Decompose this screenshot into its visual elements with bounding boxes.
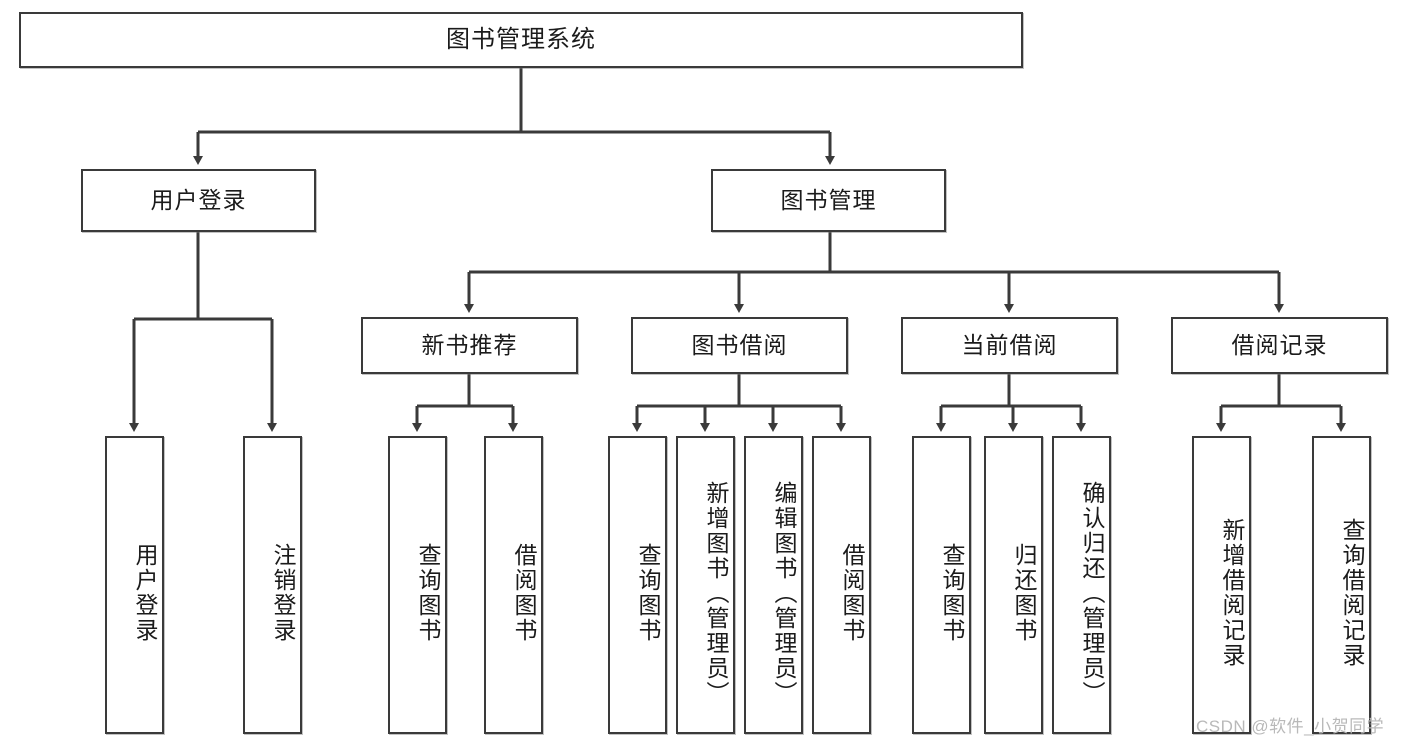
node-label: 图书管理 [780, 186, 877, 213]
node-book-manage[interactable]: 图书管理 [711, 169, 946, 232]
node-label: 图书借阅 [691, 331, 788, 358]
node-label: 图书管理系统 [446, 25, 596, 53]
node-label: 查询图书 [635, 543, 661, 643]
node-leaf-borrow-book-rec[interactable]: 借阅图书 [484, 436, 543, 734]
node-label: 新增图书（管理员） [703, 480, 729, 706]
node-leaf-query-book-cur[interactable]: 查询图书 [912, 436, 971, 734]
node-leaf-confirm-return[interactable]: 确认归还（管理员） [1052, 436, 1111, 734]
node-borrow-record[interactable]: 借阅记录 [1171, 317, 1388, 374]
node-label: 新增借阅记录 [1219, 518, 1245, 668]
node-current-borrow[interactable]: 当前借阅 [901, 317, 1118, 374]
node-leaf-add-record[interactable]: 新增借阅记录 [1192, 436, 1251, 734]
node-new-book-rec[interactable]: 新书推荐 [361, 317, 578, 374]
node-label: 当前借阅 [961, 331, 1058, 358]
node-label: 确认归还（管理员） [1079, 480, 1105, 706]
node-leaf-add-book[interactable]: 新增图书（管理员） [676, 436, 735, 734]
node-leaf-edit-book[interactable]: 编辑图书（管理员） [744, 436, 803, 734]
node-label: 注销登录 [270, 543, 296, 643]
node-user-login[interactable]: 用户登录 [81, 169, 316, 232]
node-label: 新书推荐 [421, 331, 518, 358]
node-label: 用户登录 [132, 543, 158, 643]
node-leaf-query-book-rec[interactable]: 查询图书 [388, 436, 447, 734]
node-book-borrow[interactable]: 图书借阅 [631, 317, 848, 374]
node-label: 查询图书 [415, 543, 441, 643]
node-label: 查询图书 [939, 543, 965, 643]
node-leaf-query-book[interactable]: 查询图书 [608, 436, 667, 734]
csdn-watermark: CSDN @软件_小贺同学 [1196, 717, 1385, 736]
node-root-system[interactable]: 图书管理系统 [19, 12, 1023, 68]
node-label: 归还图书 [1011, 543, 1037, 643]
node-leaf-query-record[interactable]: 查询借阅记录 [1312, 436, 1371, 734]
node-label: 查询借阅记录 [1339, 518, 1365, 668]
node-leaf-user-login[interactable]: 用户登录 [105, 436, 164, 734]
node-leaf-logout[interactable]: 注销登录 [243, 436, 302, 734]
node-label: 编辑图书（管理员） [771, 480, 797, 706]
node-leaf-borrow-book[interactable]: 借阅图书 [812, 436, 871, 734]
node-label: 借阅记录 [1231, 331, 1328, 358]
node-label: 用户登录 [150, 186, 247, 213]
node-label: 借阅图书 [839, 543, 865, 643]
node-leaf-return-book[interactable]: 归还图书 [984, 436, 1043, 734]
node-label: 借阅图书 [511, 543, 537, 643]
